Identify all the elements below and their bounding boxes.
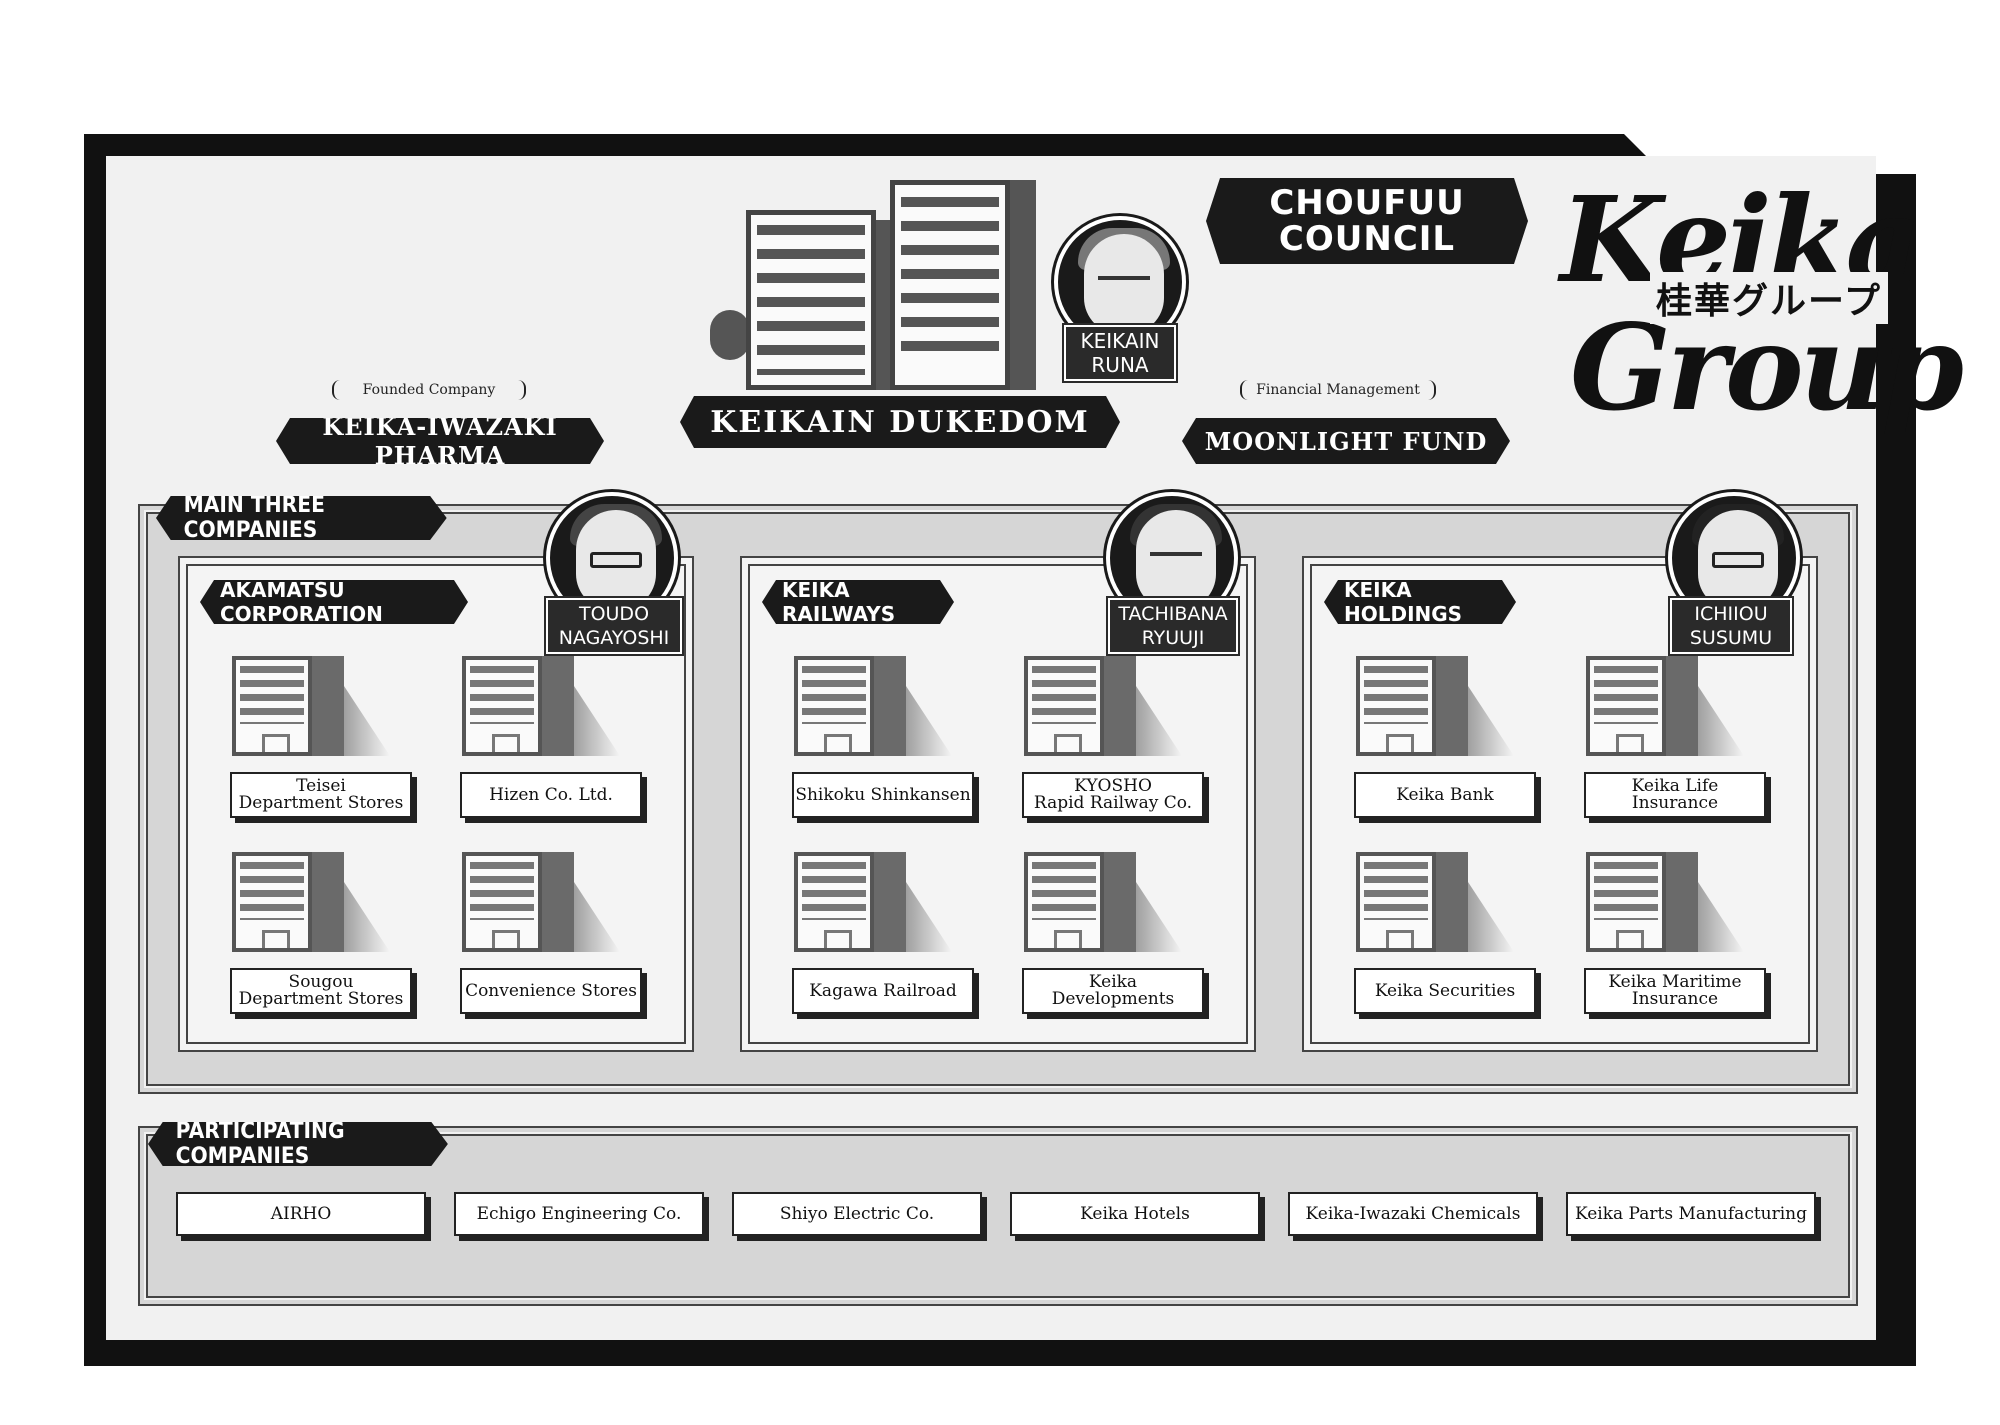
logo-japanese: 桂華グループ bbox=[1650, 272, 1888, 324]
building-icon bbox=[462, 852, 620, 952]
keika-iwazaki-pharma-banner: KEIKA-IWAZAKI PHARMA bbox=[276, 418, 604, 464]
building-icon bbox=[1586, 852, 1744, 952]
keika-maritime-insurance-label: Keika Maritime Insurance bbox=[1584, 968, 1766, 1014]
sougou-department-stores-label: Sougou Department Stores bbox=[230, 968, 412, 1014]
keika-bank-label: Keika Bank bbox=[1354, 772, 1536, 818]
building-icon bbox=[232, 852, 390, 952]
building-icon bbox=[1024, 852, 1182, 952]
financial-management-tag: Financial Management bbox=[1240, 380, 1436, 400]
participating-keika-iwazaki-chemicals: Keika-Iwazaki Chemicals bbox=[1288, 1192, 1538, 1236]
tachibana-ryuuji-name: TACHIBANA RYUUJI bbox=[1108, 598, 1238, 654]
keika-life-insurance-label: Keika Life Insurance bbox=[1584, 772, 1766, 818]
participating-shiyo-electric: Shiyo Electric Co. bbox=[732, 1192, 982, 1236]
kyosho-rapid-railway-label: KYOSHO Rapid Railway Co. bbox=[1022, 772, 1204, 818]
building-icon bbox=[794, 852, 952, 952]
keikain-dukedom-banner: KEIKAIN DUKEDOM bbox=[680, 396, 1120, 448]
participating-keika-hotels: Keika Hotels bbox=[1010, 1192, 1260, 1236]
building-icon bbox=[1024, 656, 1182, 756]
keika-securities-label: Keika Securities bbox=[1354, 968, 1536, 1014]
keika-holdings-header: KEIKA HOLDINGS bbox=[1324, 580, 1516, 624]
participating-keika-parts-manufacturing: Keika Parts Manufacturing bbox=[1566, 1192, 1816, 1236]
building-icon bbox=[1586, 656, 1744, 756]
choufuu-council-banner: CHOUFUU COUNCIL bbox=[1206, 178, 1528, 264]
dukedom-building-icon bbox=[710, 180, 1036, 390]
building-icon bbox=[1356, 656, 1514, 756]
main-three-companies-header: MAIN THREE COMPANIES bbox=[156, 496, 447, 540]
ichiiou-susumu-avatar bbox=[1668, 492, 1800, 624]
participating-airho: AIRHO bbox=[176, 1192, 426, 1236]
keika-developments-label: Keika Developments bbox=[1022, 968, 1204, 1014]
moonlight-fund-banner: MOONLIGHT FUND bbox=[1182, 418, 1510, 464]
founded-company-tag: Founded Company bbox=[332, 380, 526, 400]
shikoku-shinkansen-label: Shikoku Shinkansen bbox=[792, 772, 974, 818]
building-icon bbox=[462, 656, 620, 756]
participating-echigo-engineering: Echigo Engineering Co. bbox=[454, 1192, 704, 1236]
building-icon bbox=[232, 656, 390, 756]
ichiiou-susumu-name: ICHIIOU SUSUMU bbox=[1670, 598, 1792, 654]
building-icon bbox=[794, 656, 952, 756]
keika-railways-header: KEIKA RAILWAYS bbox=[762, 580, 954, 624]
participating-companies-header: PARTICIPATING COMPANIES bbox=[148, 1122, 448, 1166]
hizen-co-label: Hizen Co. Ltd. bbox=[460, 772, 642, 818]
convenience-stores-label: Convenience Stores bbox=[460, 968, 642, 1014]
akamatsu-corporation-header: AKAMATSU CORPORATION bbox=[200, 580, 468, 624]
teisei-department-stores-label: Teisei Department Stores bbox=[230, 772, 412, 818]
building-icon bbox=[1356, 852, 1514, 952]
toudo-nagayoshi-name: TOUDO NAGAYOSHI bbox=[546, 598, 682, 654]
keikain-runa-name: KEIKAIN RUNA bbox=[1064, 325, 1176, 381]
kagawa-railroad-label: Kagawa Railroad bbox=[792, 968, 974, 1014]
keika-group-logo: Keika Group 桂華グループ bbox=[1560, 170, 1964, 437]
